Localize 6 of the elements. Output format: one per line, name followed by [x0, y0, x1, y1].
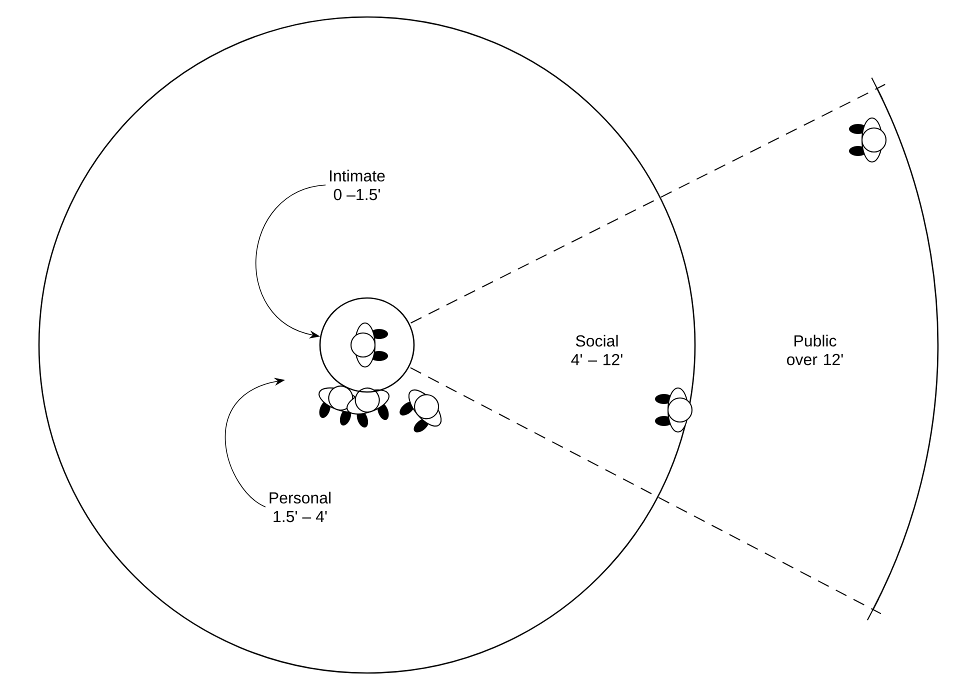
zone-label: Intimate 0 –1.5': [330, 170, 385, 200]
zone-label: Personal 1.5' – 4': [270, 492, 330, 522]
leader-arrow: [256, 184, 326, 338]
zone-circle: [319, 297, 415, 393]
zone-label: Public over 12': [787, 334, 843, 366]
zone-label: Social 4' – 12': [571, 334, 622, 366]
